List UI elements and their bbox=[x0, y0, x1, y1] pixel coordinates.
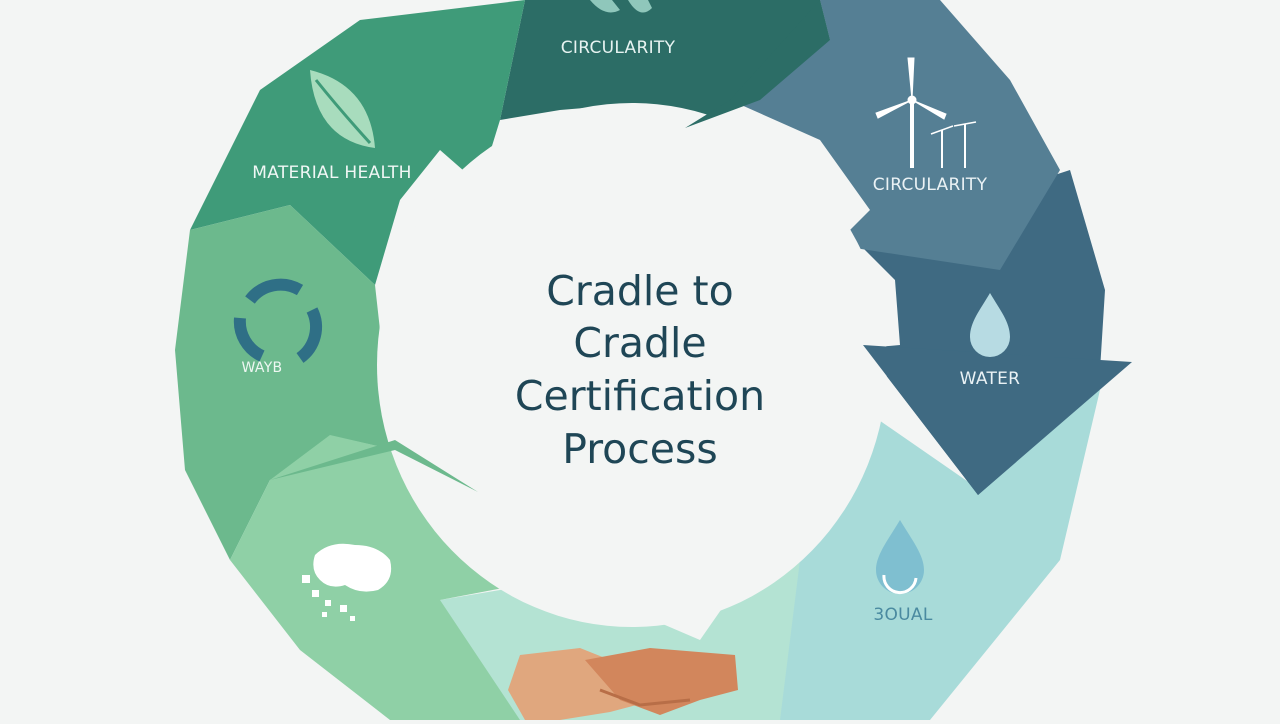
segment-top-content: CIRCULARITY bbox=[561, 0, 676, 58]
segment-upper-left-content: MATERIAL HEALTH bbox=[252, 70, 411, 183]
recycle-icon-2 bbox=[233, 278, 322, 363]
segment-top-label: CIRCULARITY bbox=[561, 38, 676, 58]
center-title: Cradle to Cradle Certification Process bbox=[515, 267, 765, 473]
segment-top bbox=[500, 0, 830, 130]
segment-lower-right-label: 3OUAL bbox=[873, 605, 932, 625]
center-hub bbox=[377, 103, 887, 627]
recycle-icon bbox=[590, 0, 652, 13]
segment-right-upper bbox=[730, 0, 1060, 270]
handshake-icon bbox=[508, 648, 738, 720]
segment-left bbox=[175, 205, 400, 560]
water-drop-icon bbox=[970, 293, 1010, 357]
segment-lower-right-content: 3OUAL bbox=[873, 520, 933, 625]
leaf-icon bbox=[310, 70, 375, 148]
segment-right-lower-content: WATER bbox=[960, 293, 1021, 389]
segment-upper-left-label: MATERIAL HEALTH bbox=[252, 163, 411, 183]
segment-left-content: WAYB bbox=[233, 278, 322, 376]
segment-right-lower-label: WATER bbox=[960, 369, 1021, 389]
water-drop-icon-2 bbox=[876, 520, 924, 594]
arrow-head-top bbox=[685, 0, 830, 128]
title-line-3: Certification bbox=[515, 372, 765, 420]
title-line-1: Cradle to bbox=[546, 267, 733, 315]
segment-right-upper-label: CIRCULARITY bbox=[873, 175, 988, 195]
arrow-head-right bbox=[863, 345, 1132, 495]
wind-turbine-icon bbox=[875, 57, 977, 168]
arrow-heads bbox=[270, 0, 1132, 495]
title-line-2: Cradle bbox=[573, 319, 706, 367]
segment-right-upper-content: CIRCULARITY bbox=[873, 57, 988, 195]
segment-left-label: WAYB bbox=[242, 360, 283, 376]
arrow-head-left-lower bbox=[270, 440, 478, 492]
hands-icon bbox=[302, 543, 392, 621]
title-line-4: Process bbox=[562, 425, 718, 473]
